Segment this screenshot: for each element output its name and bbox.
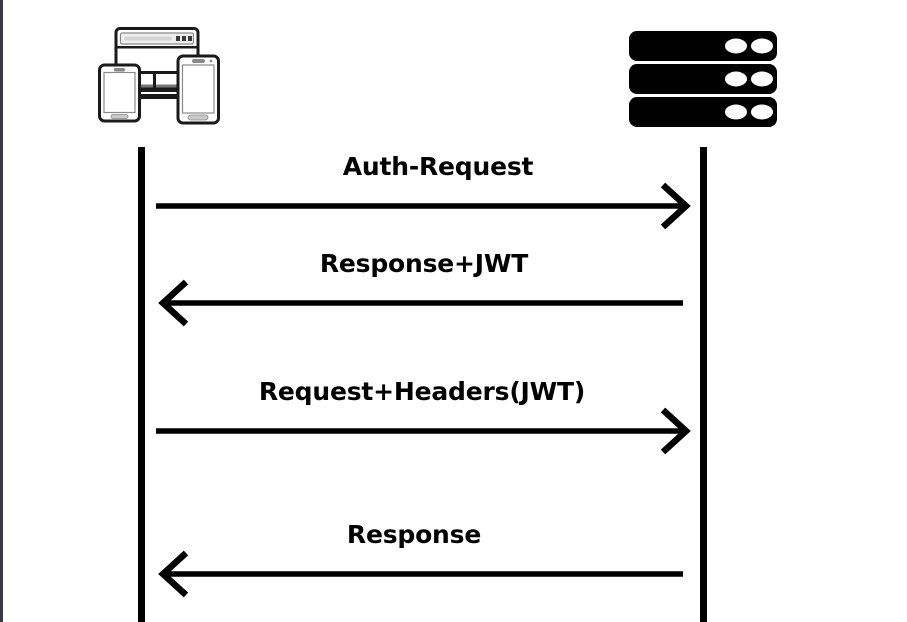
- lifeline-server: [700, 147, 707, 622]
- message-response: Response: [138, 520, 713, 598]
- message-response-jwt: Response+JWT: [138, 249, 713, 327]
- arrow-right-icon: [156, 407, 691, 455]
- arrow-right-icon: [156, 182, 691, 230]
- server-stack-icon: [629, 31, 779, 127]
- responsive-devices-icon: [98, 27, 220, 125]
- arrow-left-icon: [158, 550, 683, 598]
- message-label: Response: [346, 520, 482, 549]
- arrow-left-icon: [158, 279, 683, 327]
- message-label: Request+Headers(JWT): [258, 377, 586, 406]
- responsive-devices-svg: [98, 27, 220, 125]
- server-stack-svg: [629, 31, 777, 127]
- message-request-headers-jwt: Request+Headers(JWT): [138, 377, 713, 455]
- message-label: Auth-Request: [342, 152, 534, 181]
- message-label: Response+JWT: [319, 249, 529, 278]
- lifeline-client: [138, 147, 145, 622]
- message-auth-request: Auth-Request: [138, 152, 713, 230]
